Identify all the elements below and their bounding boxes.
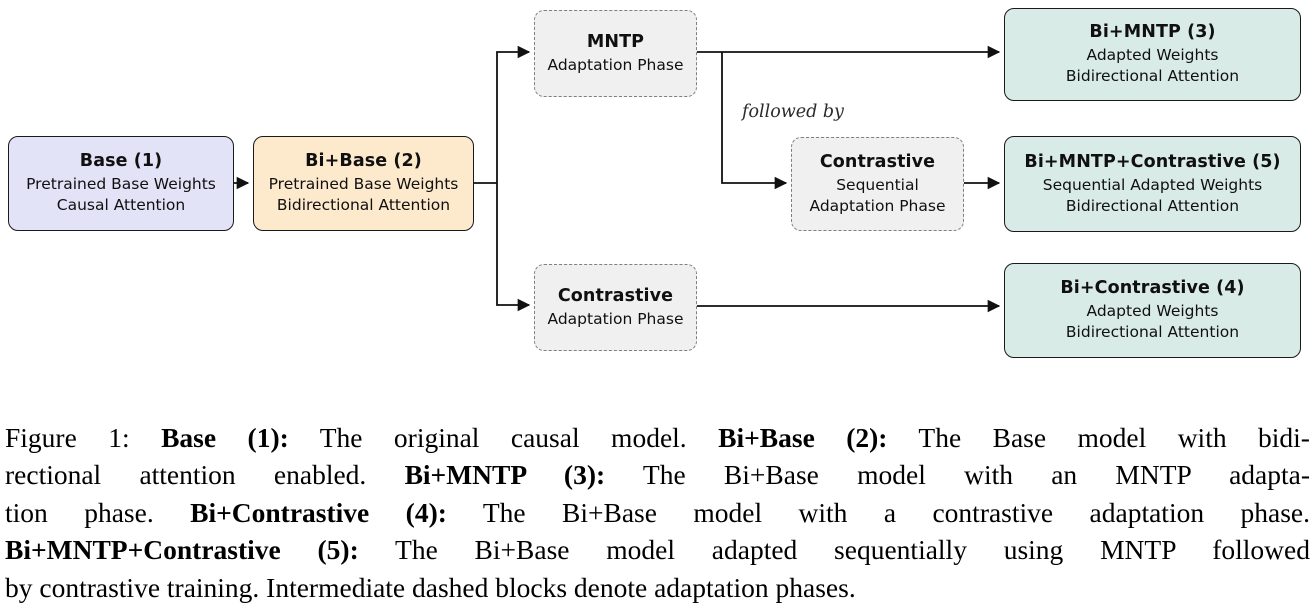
node-bi-contrastive: Bi+Contrastive (4) Adapted Weights Bidir… [1004,263,1301,358]
node-contrastive-line: Adaptation Phase [547,309,684,328]
caption-segment: Bi+Base (2): [718,422,888,453]
caption-segment: The Bi+Base model with an MNTP adapta- [605,459,1310,491]
node-bi-mntp-contrastive-title: Bi+MNTP+Contrastive (5) [1024,151,1281,172]
arrow-bibase-to-contrastive [496,183,531,312]
node-bi-mntp-line: Adapted Weights [1086,46,1219,65]
caption-segment: The Base model with bidi- [887,422,1310,453]
figure-caption: Figure 1: Base (1): The original causal … [5,419,1310,606]
arrow-mntp-to-contrastive-seq [721,52,788,190]
node-bi-mntp-contrastive-line: Sequential Adapted Weights [1042,175,1263,194]
caption-line: by contrastive training. Intermediate da… [5,569,1310,606]
caption-line: Bi+MNTP+Contrastive (5): The Bi+Base mod… [5,531,1310,568]
node-base-title: Base (1) [79,151,163,172]
node-mntp-phase: MNTP Adaptation Phase [534,10,697,97]
node-contrastive-sequential-phase: Contrastive Sequential Adaptation Phase [791,137,964,231]
node-contrastive-title: Contrastive [557,285,674,306]
node-mntp-line: Adaptation Phase [547,55,684,74]
caption-line: tion phase. Bi+Contrastive (4): The Bi+B… [5,494,1310,531]
caption-segment: Base (1): [161,422,289,453]
node-contrastive-seq-line: Sequential [836,175,919,194]
node-bi-contrastive-title: Bi+Contrastive (4) [1060,278,1245,299]
node-base-line: Pretrained Base Weights [26,175,216,194]
node-bi-contrastive-line: Adapted Weights [1086,302,1219,321]
caption-segment: Bi+Contrastive (4): [190,496,447,528]
node-bi-base-line: Pretrained Base Weights [268,175,459,194]
node-base: Base (1) Pretrained Base Weights Causal … [8,136,234,231]
node-base-line: Causal Attention [56,196,186,214]
arrow-bibase-to-mntp [496,45,531,183]
node-contrastive-seq-line: Adaptation Phase [809,196,946,215]
caption-segment: Bi+MNTP (3): [404,459,606,491]
node-bi-mntp-contrastive: Bi+MNTP+Contrastive (5) Sequential Adapt… [1004,136,1301,232]
caption-segment: tion phase. [5,496,191,528]
node-bi-mntp: Bi+MNTP (3) Adapted Weights Bidirectiona… [1004,8,1301,101]
node-bi-mntp-contrastive-line: Bidirectional Attention [1065,196,1240,215]
caption-line: rectional attention enabled. Bi+MNTP (3)… [5,456,1310,493]
node-bi-base-title: Bi+Base (2) [305,151,422,172]
caption-segment: rectional attention enabled. [5,459,405,491]
node-bi-base: Bi+Base (2) Pretrained Base Weights Bidi… [253,136,474,231]
caption-line: Figure 1: Base (1): The original causal … [5,419,1310,456]
node-bi-base-line: Bidirectional Attention [276,196,451,214]
caption-segment: The Bi+Base model with a contrastive ada… [446,496,1310,528]
caption-segment: The original causal model. [288,422,719,453]
caption-segment: by contrastive training. Intermediate da… [5,571,856,603]
caption-segment: Bi+MNTP+Contrastive (5): [5,534,359,566]
node-bi-contrastive-line: Bidirectional Attention [1065,323,1240,341]
node-contrastive-phase: Contrastive Adaptation Phase [534,264,697,351]
node-bi-mntp-line: Bidirectional Attention [1065,67,1240,85]
caption-segment: The Bi+Base model adapted sequentially u… [358,534,1310,566]
followed-by-label: followed by [742,102,844,122]
node-bi-mntp-title: Bi+MNTP (3) [1089,22,1216,43]
node-contrastive-seq-title: Contrastive [819,151,936,172]
node-mntp-title: MNTP [586,31,645,52]
caption-segment: Figure 1: [5,422,162,453]
